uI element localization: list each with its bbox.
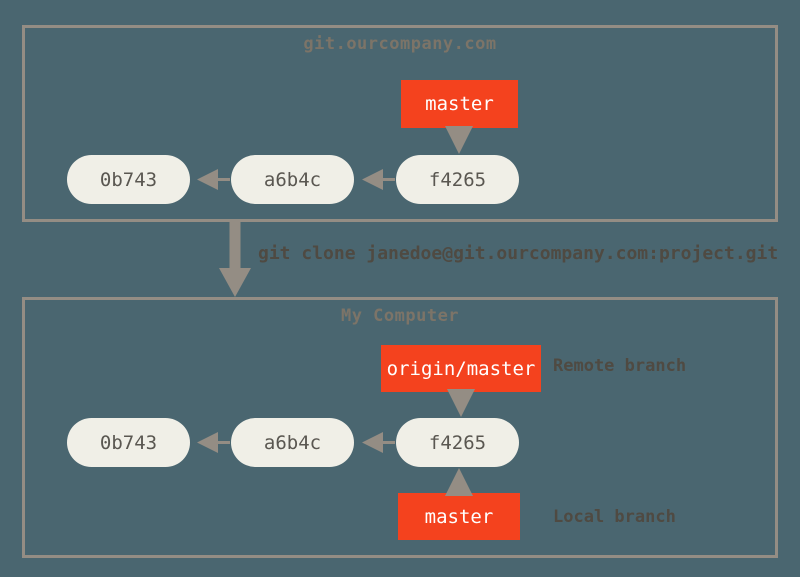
local-commit-f4265[interactable]: f4265: [396, 418, 519, 467]
local-commit-a6b4c[interactable]: a6b4c: [231, 418, 354, 467]
server-commit-0b743[interactable]: 0b743: [67, 155, 190, 204]
server-commit-a6b4c[interactable]: a6b4c: [231, 155, 354, 204]
local-panel: [22, 297, 778, 558]
local-branch-master[interactable]: master: [398, 493, 520, 540]
arrow-clone-head: [219, 268, 251, 297]
server-commit-f4265[interactable]: f4265: [396, 155, 519, 204]
clone-command-caption: git clone janedoe@git.ourcompany.com:pro…: [258, 243, 779, 264]
local-branch-annotation: Local branch: [553, 507, 676, 527]
server-panel-title: git.ourcompany.com: [303, 34, 497, 54]
server-panel: [22, 25, 778, 222]
remote-branch-annotation: Remote branch: [553, 356, 687, 376]
server-branch-master[interactable]: master: [401, 80, 518, 128]
local-panel-title: My Computer: [340, 306, 460, 326]
local-commit-0b743[interactable]: 0b743: [67, 418, 190, 467]
local-branch-origin-master[interactable]: origin/master: [381, 345, 541, 392]
